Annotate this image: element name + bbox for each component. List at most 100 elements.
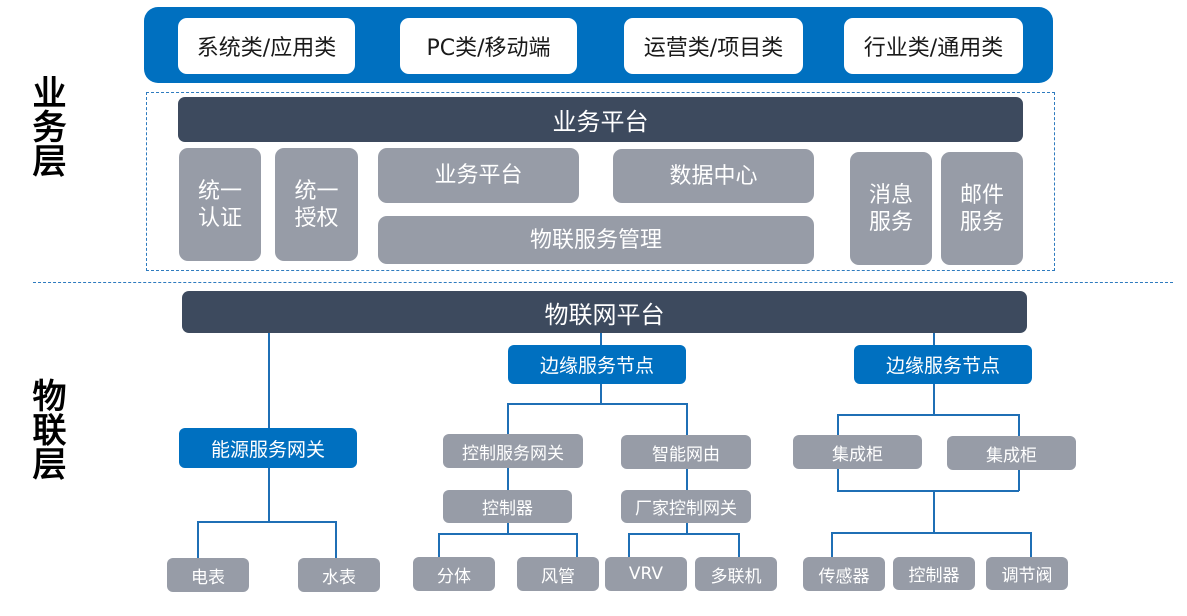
- connector: [628, 533, 739, 535]
- split-unit-node[interactable]: 分体: [413, 557, 495, 591]
- edge-service-node-2-label: 边缘服务节点: [885, 355, 1000, 377]
- connector: [1018, 414, 1020, 436]
- connector: [600, 384, 602, 404]
- controller-label: 控制器: [908, 566, 960, 586]
- connector: [507, 403, 687, 405]
- connector: [507, 468, 509, 491]
- connector: [686, 523, 688, 534]
- vrv-label: VRV: [628, 564, 664, 584]
- layer-label-iot: 物联层: [26, 378, 69, 480]
- edge-service-node-2[interactable]: 边缘服务节点: [854, 345, 1032, 384]
- connector: [831, 532, 1031, 534]
- connector: [438, 533, 440, 558]
- regulating-valve-node[interactable]: 调节阀: [986, 557, 1068, 590]
- sensor-label: 传感器: [818, 566, 870, 587]
- iot-service-mgmt-label: 物联服务管理: [529, 227, 662, 253]
- integrated-cabinet-node-2[interactable]: 集成柜: [947, 436, 1076, 470]
- unified-authorize-box[interactable]: 统一 授权: [275, 148, 358, 261]
- controller-node-1[interactable]: 控制器: [443, 490, 572, 523]
- biz-platform-box[interactable]: 业务平台: [378, 148, 579, 203]
- data-center-box[interactable]: 数据中心: [613, 149, 814, 203]
- connector: [1018, 470, 1020, 491]
- app-label: 运营类/项目类: [643, 36, 784, 61]
- connector: [335, 521, 337, 559]
- connector: [738, 533, 740, 558]
- control-service-gateway-label: 控制服务网关: [462, 443, 564, 464]
- iot-platform-bar[interactable]: 物联网平台: [182, 291, 1027, 333]
- connector: [933, 333, 935, 345]
- connector: [933, 384, 935, 415]
- duct-unit-node[interactable]: 风管: [517, 557, 599, 591]
- iot-platform-bar-label: 物联网平台: [544, 300, 665, 329]
- connector: [686, 469, 688, 491]
- connector: [576, 533, 578, 558]
- water-meter-label: 水表: [322, 567, 356, 588]
- mail-service-label: 邮件 服务: [959, 182, 1004, 235]
- connector: [600, 333, 602, 345]
- connector: [831, 532, 833, 558]
- smart-router-node[interactable]: 智能网由: [621, 435, 751, 469]
- smart-router-label: 智能网由: [652, 444, 720, 465]
- split-unit-label: 分体: [437, 566, 471, 587]
- connector: [1030, 532, 1032, 558]
- unified-auth-box[interactable]: 统一 认证: [179, 148, 261, 261]
- layer-label-business-text: 业务层: [26, 75, 66, 177]
- app-box-industry[interactable]: 行业类/通用类: [844, 18, 1023, 74]
- connector: [837, 490, 1019, 492]
- multi-split-node[interactable]: 多联机: [695, 557, 777, 591]
- connector: [268, 333, 270, 429]
- mail-service-box[interactable]: 邮件 服务: [941, 152, 1023, 265]
- regulating-valve-label: 调节阀: [1001, 566, 1053, 586]
- connector: [628, 533, 630, 558]
- controller-label: 控制器: [482, 499, 533, 519]
- connector: [197, 521, 199, 559]
- message-service-label: 消息 服务: [868, 182, 913, 235]
- message-service-box[interactable]: 消息 服务: [850, 152, 932, 265]
- connector: [933, 490, 935, 532]
- duct-unit-label: 风管: [541, 566, 575, 587]
- integrated-cabinet-label: 集成柜: [832, 444, 883, 465]
- connector: [507, 523, 509, 534]
- edge-service-node-1[interactable]: 边缘服务节点: [508, 345, 686, 384]
- integrated-cabinet-node-1[interactable]: 集成柜: [793, 435, 922, 469]
- energy-gateway-node[interactable]: 能源服务网关: [179, 428, 357, 468]
- biz-platform-label: 业务平台: [434, 163, 523, 188]
- connector: [686, 403, 688, 435]
- water-meter-node[interactable]: 水表: [298, 558, 380, 592]
- vrv-node[interactable]: VRV: [605, 557, 687, 591]
- vendor-control-gateway-node[interactable]: 厂家控制网关: [621, 490, 751, 523]
- multi-split-label: 多联机: [710, 566, 762, 587]
- energy-gateway-label: 能源服务网关: [210, 438, 325, 461]
- connector: [507, 403, 509, 435]
- iot-service-mgmt-box[interactable]: 物联服务管理: [378, 216, 814, 264]
- unified-auth-label: 统一 认证: [197, 178, 242, 231]
- layer-label-iot-text: 物联层: [26, 378, 66, 480]
- unified-authorize-label: 统一 授权: [294, 178, 339, 231]
- vendor-control-gateway-label: 厂家控制网关: [635, 499, 737, 519]
- data-center-label: 数据中心: [669, 163, 758, 189]
- app-label: 系统类/应用类: [196, 36, 337, 61]
- business-platform-bar-label: 业务平台: [552, 108, 649, 136]
- connector: [197, 521, 337, 523]
- electric-meter-label: 电表: [191, 567, 225, 588]
- sensor-node[interactable]: 传感器: [803, 557, 885, 591]
- app-box-system[interactable]: 系统类/应用类: [178, 18, 355, 74]
- connector: [268, 468, 270, 522]
- app-label: 行业类/通用类: [863, 36, 1004, 61]
- connector: [438, 533, 577, 535]
- electric-meter-node[interactable]: 电表: [167, 558, 249, 592]
- app-box-operations[interactable]: 运营类/项目类: [624, 18, 803, 74]
- layer-label-business: 业务层: [26, 75, 69, 177]
- business-platform-bar[interactable]: 业务平台: [178, 97, 1023, 142]
- connector: [837, 469, 839, 491]
- app-box-pc-mobile[interactable]: PC类/移动端: [400, 18, 577, 74]
- controller-node-2[interactable]: 控制器: [893, 557, 975, 590]
- business-layer-frame: [146, 92, 1055, 271]
- connector: [837, 414, 839, 436]
- control-service-gateway-node[interactable]: 控制服务网关: [443, 434, 583, 468]
- connector: [837, 414, 1019, 416]
- app-label: PC类/移动端: [426, 36, 551, 61]
- layer-separator: [33, 282, 1173, 283]
- integrated-cabinet-label: 集成柜: [986, 445, 1037, 466]
- edge-service-node-1-label: 边缘服务节点: [539, 355, 654, 377]
